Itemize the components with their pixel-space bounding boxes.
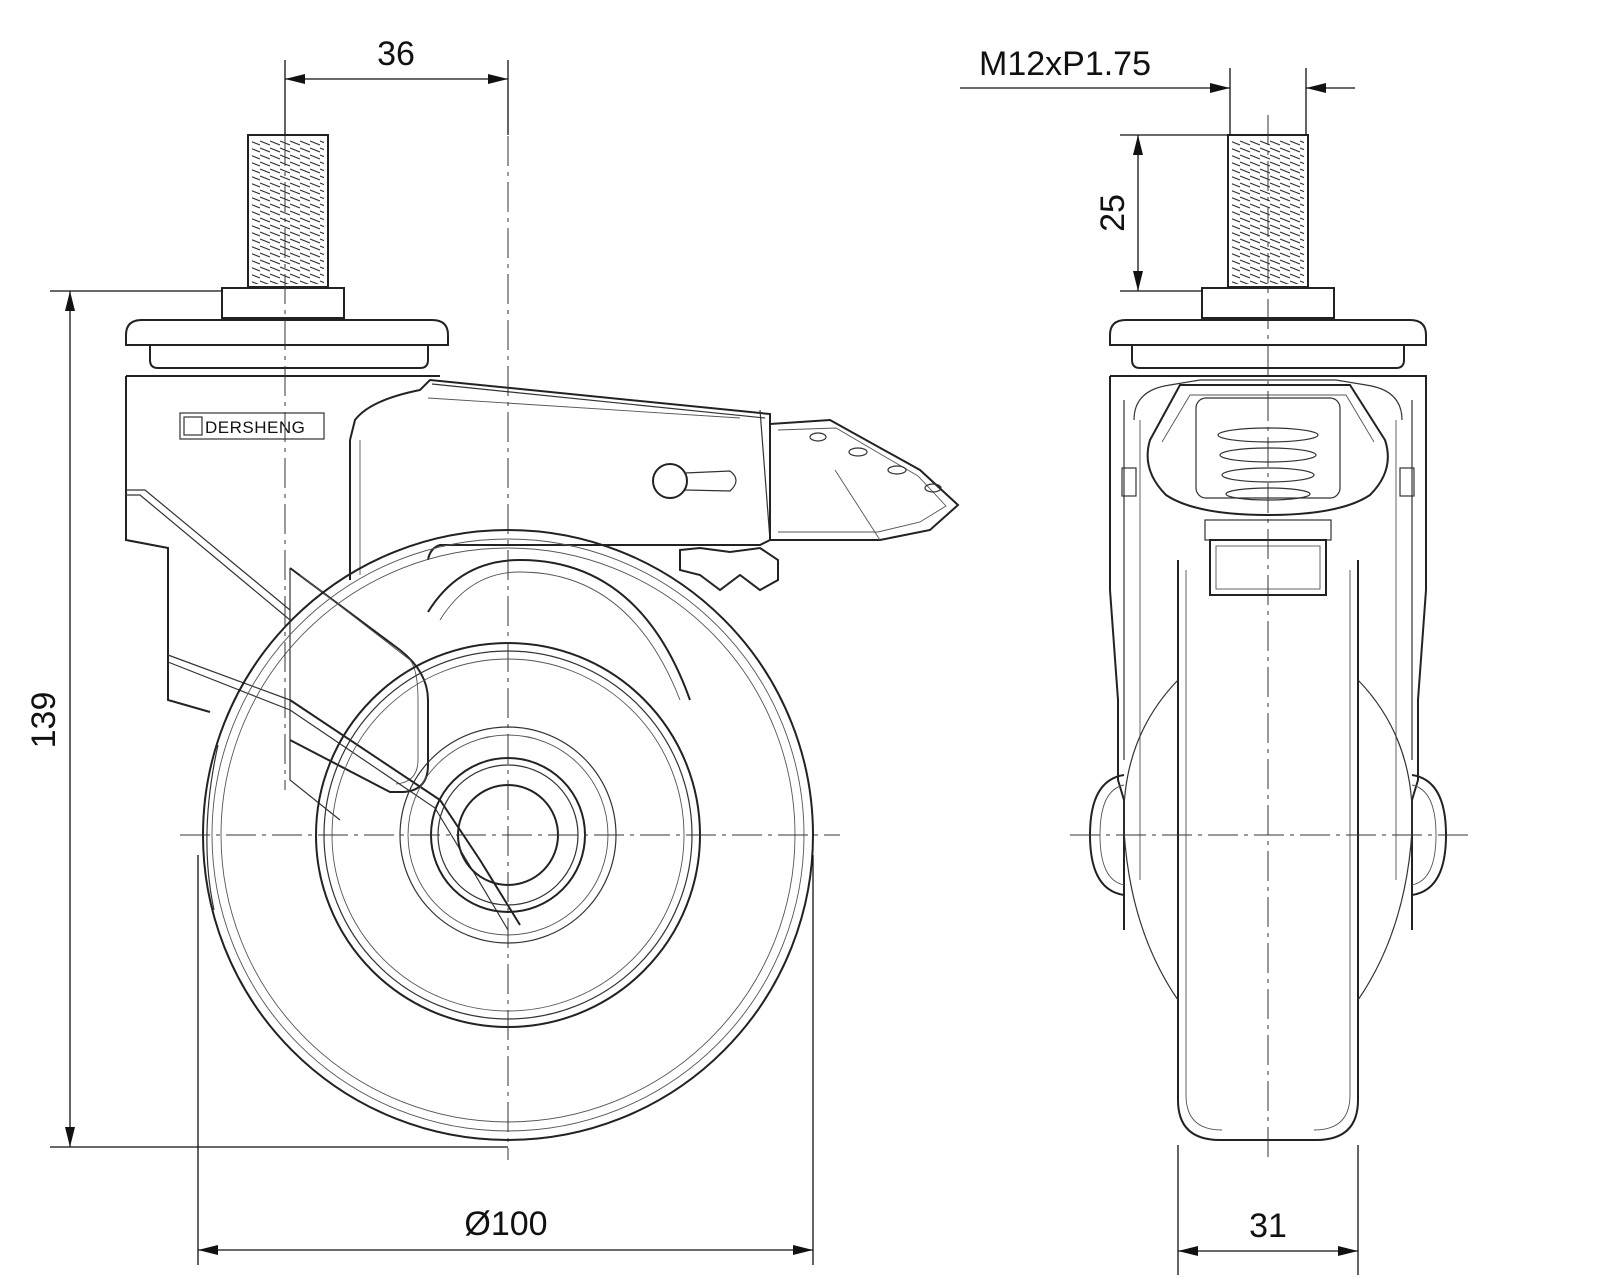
dimension-offset-label: 36	[377, 35, 415, 73]
dimension-wheel-diameter-label: Ø100	[464, 1205, 547, 1243]
dimension-wheel-diameter: Ø100	[197, 855, 814, 1265]
front-view-center-lines	[1070, 115, 1470, 1160]
brake-housing-side	[349, 378, 771, 580]
left-tab-front	[1121, 467, 1137, 497]
swivel-housing-side	[125, 375, 440, 713]
threaded-stem-side	[247, 134, 329, 288]
right-tab-front	[1399, 467, 1415, 497]
dimension-wheel-width: 31	[1177, 1145, 1359, 1275]
fork-arm-side	[289, 567, 521, 931]
dimension-total-height-label: 139	[25, 692, 63, 749]
brand-label: DERSHENG	[205, 418, 305, 437]
brake-pedal-side	[769, 418, 960, 541]
dimension-wheel-width-label: 31	[1249, 1207, 1287, 1245]
side-view-center-lines	[180, 90, 840, 1160]
nut-side	[221, 287, 345, 319]
brand-badge: DERSHENG	[179, 412, 325, 440]
dimension-stem-length-label: 25	[1094, 194, 1132, 232]
dimension-offset: 36	[284, 35, 509, 135]
dimension-total-height: 139	[25, 290, 508, 1148]
dimension-stem-length: 25	[1094, 134, 1228, 292]
top-plate-side	[125, 319, 449, 369]
dimension-thread-label: M12xP1.75	[979, 45, 1151, 83]
dimension-thread: M12xP1.75	[960, 45, 1355, 135]
brake-shoe-side	[679, 546, 779, 592]
side-view: DERSHENG	[25, 35, 960, 1265]
pivot-pin-side	[652, 463, 737, 499]
front-view: M12xP1.75 25 31	[960, 45, 1470, 1275]
